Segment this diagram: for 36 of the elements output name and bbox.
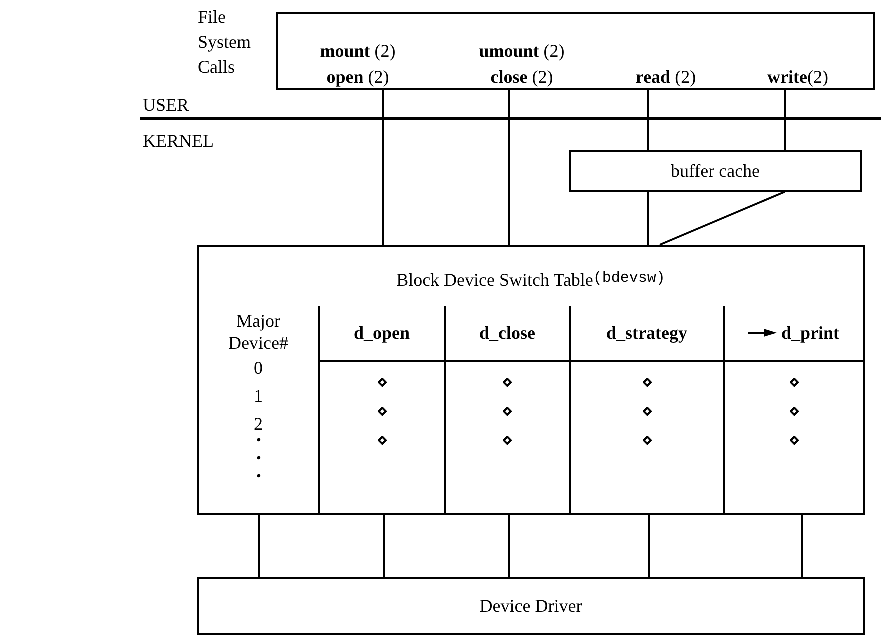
device-number: 2 xyxy=(254,413,263,436)
process-box: Device Driver xyxy=(197,577,865,635)
connector-line xyxy=(508,513,510,577)
system-call-name: read (2) xyxy=(636,66,696,89)
connector-line xyxy=(647,90,649,150)
connector-line xyxy=(647,192,649,245)
process-box: buffer cache xyxy=(569,150,862,192)
table-column xyxy=(199,306,320,513)
group-heading: File System Calls xyxy=(198,6,252,79)
table-column xyxy=(571,306,725,513)
connector-line xyxy=(660,191,786,246)
system-call-name: umount (2) xyxy=(479,40,565,63)
system-call-name: write(2) xyxy=(768,66,828,89)
table-title: Block Device Switch Table$^{(bdevsw)}$ xyxy=(396,268,666,292)
connector-line xyxy=(801,513,803,577)
connector-line xyxy=(508,90,510,245)
region-label: USER xyxy=(143,94,190,117)
connector-line xyxy=(383,513,385,577)
system-call-name: mount (2) xyxy=(320,40,396,63)
connector-line xyxy=(258,513,260,577)
system-call-name: open (2) xyxy=(326,66,390,89)
column-header: Major Device# xyxy=(228,310,290,354)
column-header: d_close xyxy=(480,322,536,344)
connector-line xyxy=(382,90,384,245)
switch-table xyxy=(197,245,865,515)
column-header: d_strategy xyxy=(606,322,688,345)
connector-line xyxy=(648,513,650,577)
table-column xyxy=(446,306,571,513)
system-call-name: close (2) xyxy=(490,66,554,89)
column-header: d_open xyxy=(354,322,410,345)
column-header: d_print xyxy=(781,322,840,345)
region-label: KERNEL xyxy=(143,130,214,153)
device-number: 0 xyxy=(254,357,263,380)
table-column xyxy=(320,306,446,513)
connector-line xyxy=(784,90,786,150)
device-number: 1 xyxy=(254,385,263,408)
